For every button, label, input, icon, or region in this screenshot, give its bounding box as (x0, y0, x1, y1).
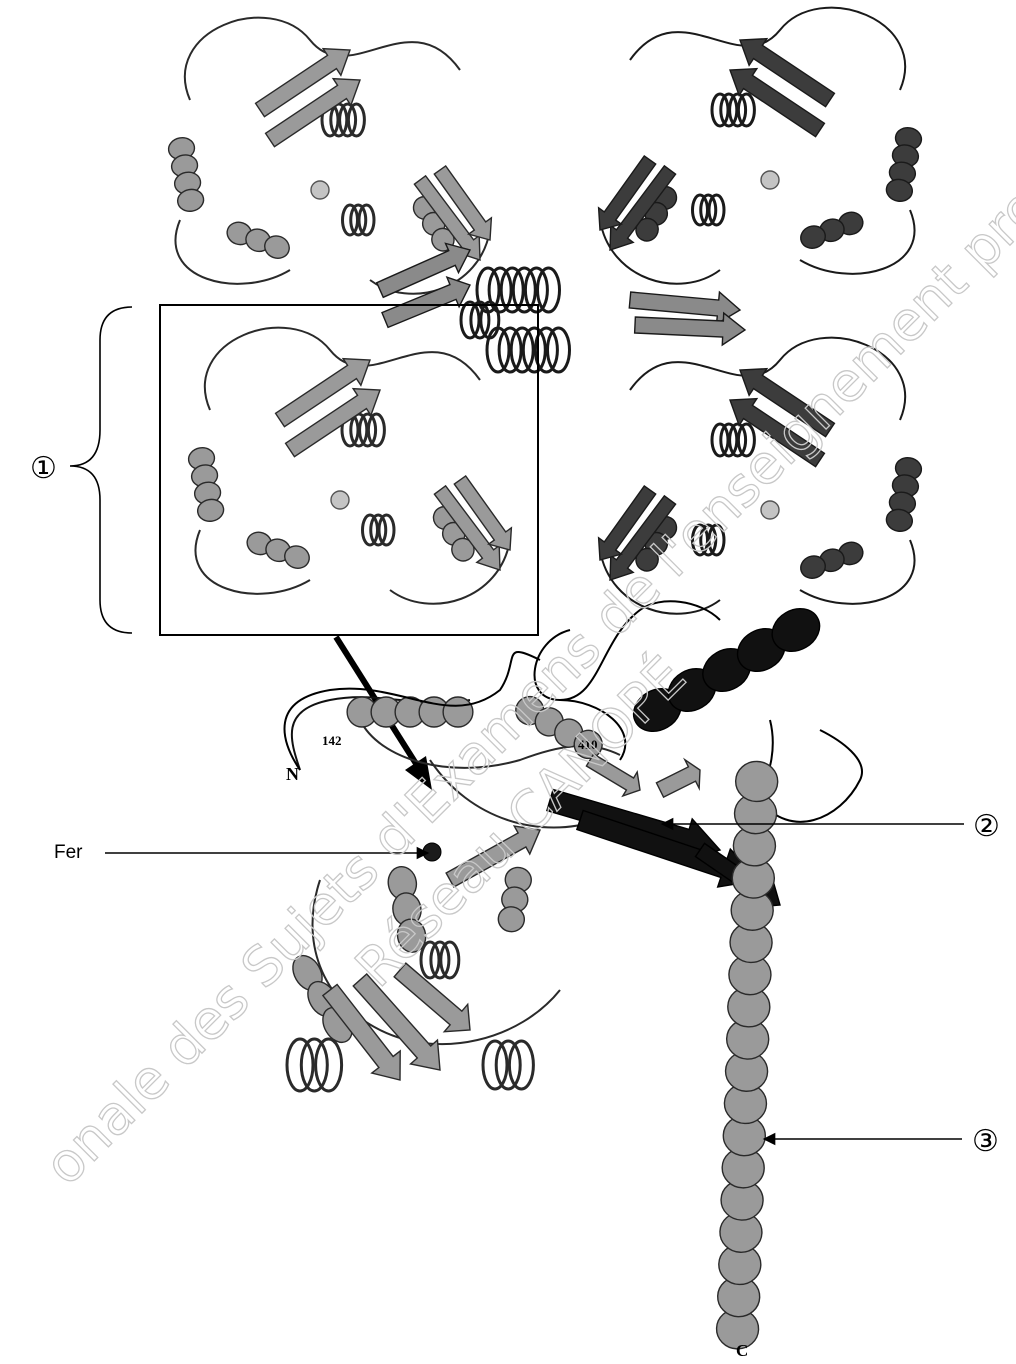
alpha-helix (187, 446, 225, 524)
tetramer-assembly (167, 8, 923, 614)
residue-142-label: 142 (322, 733, 342, 748)
alpha-helix (885, 456, 923, 534)
alpha-helix (167, 136, 205, 214)
monomer-top-left (167, 18, 492, 294)
beta-strand (656, 760, 700, 797)
alpha-helix (224, 219, 292, 262)
iron-atom-small (761, 171, 779, 189)
c-terminus-label: C (736, 1341, 748, 1360)
n-terminus-label: N (286, 764, 299, 784)
domain-marker-3: ③ (972, 1125, 999, 1158)
iron-label: Fer (54, 842, 83, 863)
iron-atom-small (311, 181, 329, 199)
helix-turn (735, 761, 778, 802)
alpha-helix (244, 529, 312, 572)
domain-marker-1: ① (30, 452, 57, 485)
monomer-bottom-left (187, 328, 512, 604)
alpha-helix (347, 697, 473, 727)
alpha-helix (798, 539, 866, 582)
alpha-helix (798, 209, 866, 252)
beta-strand (635, 313, 745, 345)
iron-atom-small (331, 491, 349, 509)
alpha-helix (716, 761, 778, 1350)
domain-marker-2: ② (973, 810, 1000, 843)
monomer-top-right (599, 8, 924, 284)
domain-brace (70, 307, 132, 633)
alpha-helix (885, 126, 923, 204)
